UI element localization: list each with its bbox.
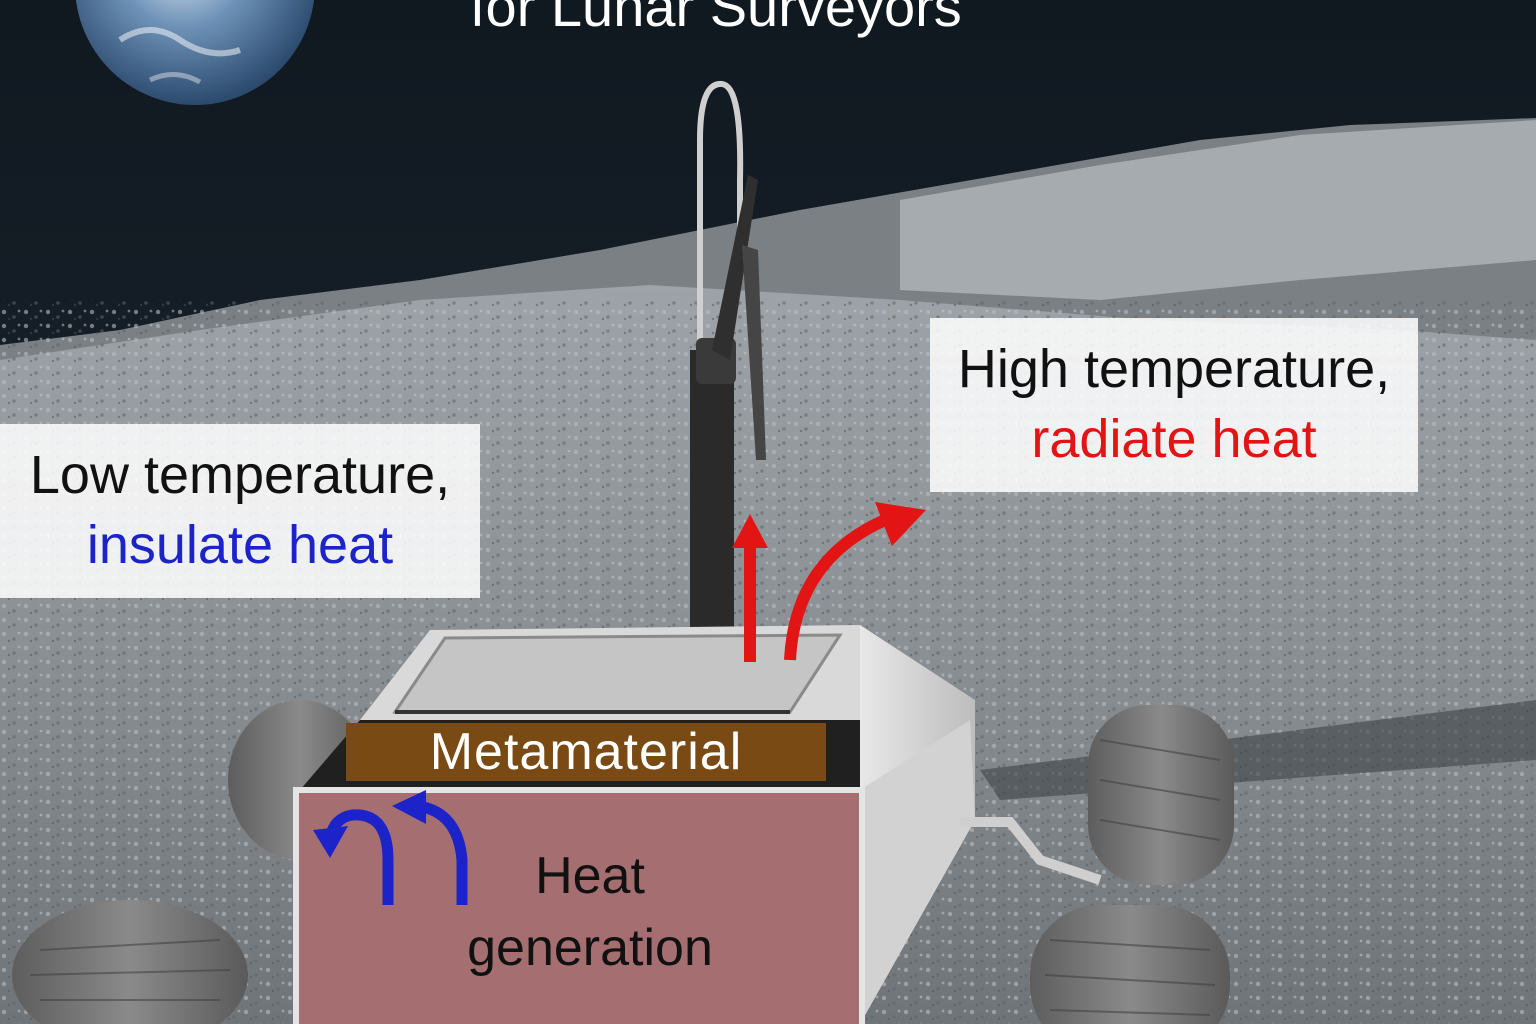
metamaterial-strip [346, 723, 826, 781]
rover-illustration [293, 625, 1102, 1024]
antenna-mast [690, 81, 766, 650]
high-temperature-label: High temperature, [957, 339, 1391, 399]
heat-arrow-curved-left [313, 809, 394, 905]
rear-wheel-right [1088, 705, 1234, 885]
page-title: for Lunar Surveyors [470, 0, 962, 38]
low-temperature-label: Low temperature, [29, 445, 451, 505]
heat-generation-box [293, 787, 865, 1024]
radiate-heat-label: radiate heat [1031, 409, 1317, 470]
high-temperature-callout: High temperature, radiate heat [930, 318, 1418, 492]
heat-arrow-curved-up-left [392, 790, 468, 905]
insulate-heat-label: insulate heat [86, 515, 394, 576]
heat-arrow-up [732, 514, 768, 662]
earth-icon [75, 0, 315, 105]
front-wheel-right [1030, 905, 1230, 1024]
front-wheel-left [12, 900, 248, 1024]
heat-generation-line2: generation [467, 919, 713, 977]
metamaterial-label: Metamaterial [429, 723, 743, 781]
heat-generation-line1: Heat [535, 847, 645, 905]
heat-generation-label: Heat generation [440, 840, 740, 984]
low-temperature-callout: Low temperature, insulate heat [0, 424, 480, 598]
heat-arrow-curved-right [784, 502, 926, 661]
